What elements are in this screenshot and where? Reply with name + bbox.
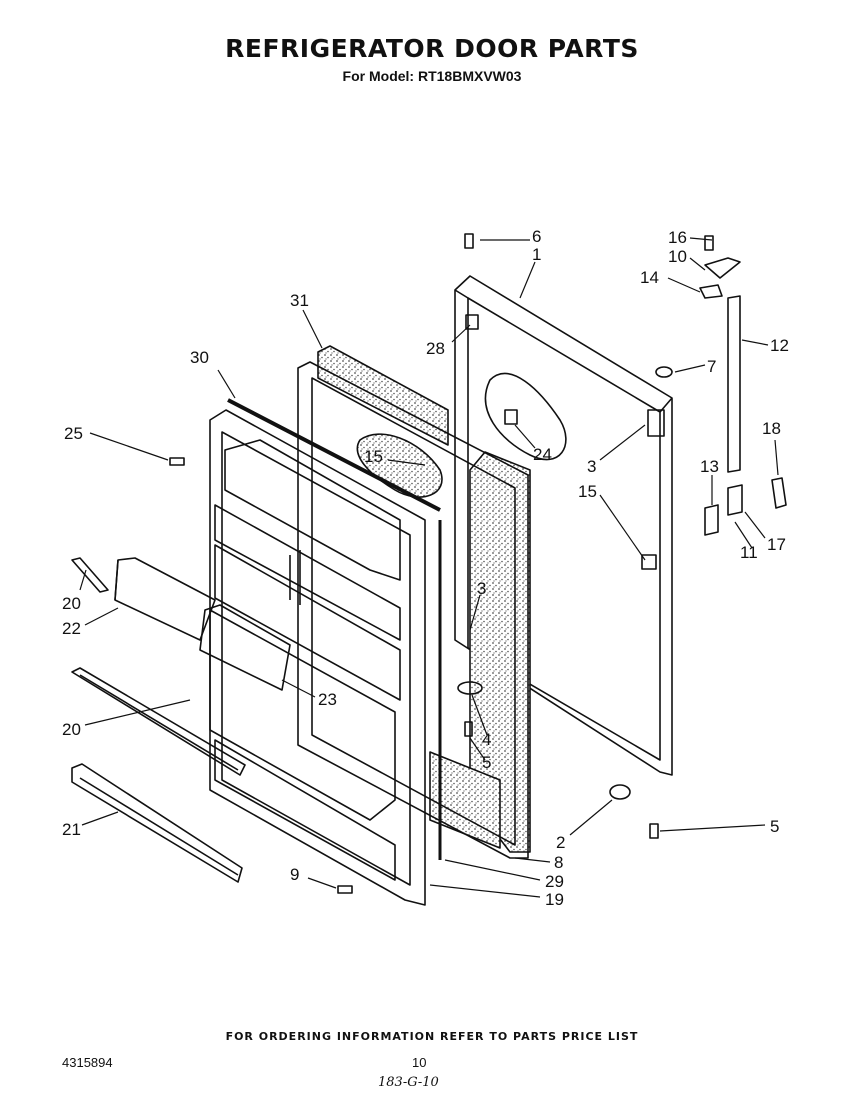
- callout-28: 28: [426, 339, 445, 358]
- outer-door-panel: [454, 275, 673, 776]
- callout-5-right: 5: [770, 817, 779, 836]
- upper-door-shelf: [114, 557, 216, 641]
- callout-20-lower: 20: [62, 720, 81, 739]
- middle-door-shelf: [199, 604, 291, 691]
- callout-2: 2: [556, 833, 565, 852]
- callout-25: 25: [64, 424, 83, 443]
- screw-6: [464, 233, 474, 249]
- callout-30: 30: [190, 348, 209, 367]
- callout-12: 12: [770, 336, 789, 355]
- callout-4: 4: [482, 730, 491, 749]
- callout-15-left: 15: [364, 447, 383, 466]
- screw-25: [169, 457, 185, 466]
- callout-29: 29: [545, 872, 564, 891]
- callout-23: 23: [318, 690, 337, 709]
- callout-13: 13: [700, 457, 719, 476]
- ordering-note: FOR ORDERING INFORMATION REFER TO PARTS …: [225, 1030, 639, 1043]
- door-stop-2: [609, 784, 631, 800]
- callout-19: 19: [545, 890, 564, 909]
- callout-14: 14: [640, 268, 659, 287]
- callout-1: 1: [532, 245, 541, 264]
- callout-31: 31: [290, 291, 309, 310]
- callout-11: 11: [740, 543, 758, 562]
- shelf-rail-upper: [71, 557, 109, 593]
- door-stop-plate: [457, 681, 483, 695]
- handwritten-note: 183-G-10: [378, 1075, 439, 1090]
- stop-screw-4: [464, 721, 473, 737]
- hinge-assembly: [641, 257, 787, 570]
- callout-8: 8: [554, 853, 563, 872]
- callout-10: 10: [668, 247, 687, 266]
- screw-9: [337, 885, 353, 894]
- callout-24: 24: [533, 445, 552, 464]
- callout-15-right: 15: [578, 482, 597, 501]
- document-number: 4315894: [62, 1055, 113, 1070]
- top-trim-strip: [227, 398, 441, 512]
- model-subtitle: For Model: RT18BMXVW03: [342, 68, 522, 84]
- inner-door-liner: [209, 409, 426, 906]
- page-number: 10: [412, 1055, 427, 1070]
- callout-16: 16: [668, 228, 687, 247]
- screw-5: [649, 823, 659, 839]
- bottom-door-shelf: [71, 763, 243, 883]
- callout-7: 7: [707, 357, 716, 376]
- screw-16: [704, 235, 714, 251]
- shelf-rail-lower: [71, 667, 246, 776]
- callout-3-center: 3: [477, 579, 486, 598]
- callout-5-center: 5: [482, 753, 491, 772]
- page-title: REFRIGERATOR DOOR PARTS: [225, 34, 639, 63]
- callout-20-upper: 20: [62, 594, 81, 613]
- callout-3-right: 3: [587, 457, 596, 476]
- callout-9: 9: [290, 865, 299, 884]
- door-gasket: [297, 361, 529, 859]
- callout-22: 22: [62, 619, 81, 638]
- callout-6: 6: [532, 227, 541, 246]
- door-handle-28: [465, 314, 479, 330]
- callout-21: 21: [62, 820, 81, 839]
- callout-18: 18: [762, 419, 781, 438]
- callout-17: 17: [767, 535, 786, 554]
